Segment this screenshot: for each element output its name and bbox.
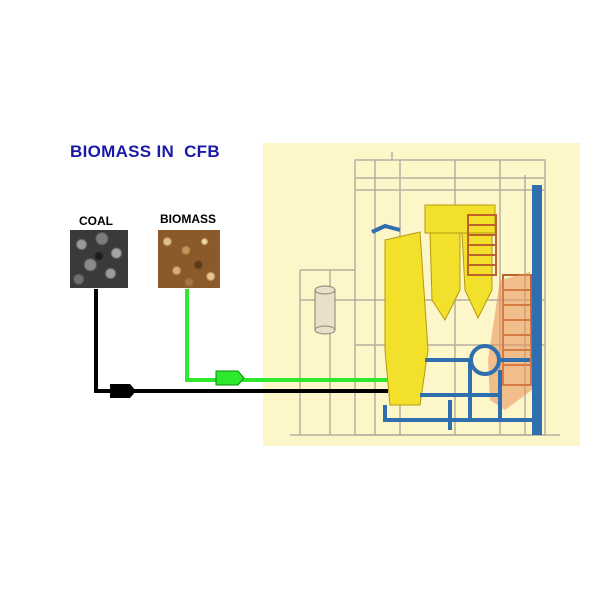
biomass-flow-arrow: [215, 370, 245, 386]
diagram-title: BIOMASS IN CFB: [70, 142, 220, 161]
biomass-image: [158, 230, 220, 288]
coal-label: COAL: [79, 214, 113, 228]
auxiliary-tank: [314, 285, 336, 335]
coal-flow-arrow: [110, 384, 136, 398]
coal-image: [70, 230, 128, 288]
convective-duct: [488, 272, 532, 410]
biomass-feed-line: [185, 289, 388, 382]
biomass-label: BIOMASS: [160, 212, 217, 226]
piping: [371, 223, 540, 430]
coal-feed-line: [94, 289, 388, 393]
stack: [532, 185, 542, 435]
